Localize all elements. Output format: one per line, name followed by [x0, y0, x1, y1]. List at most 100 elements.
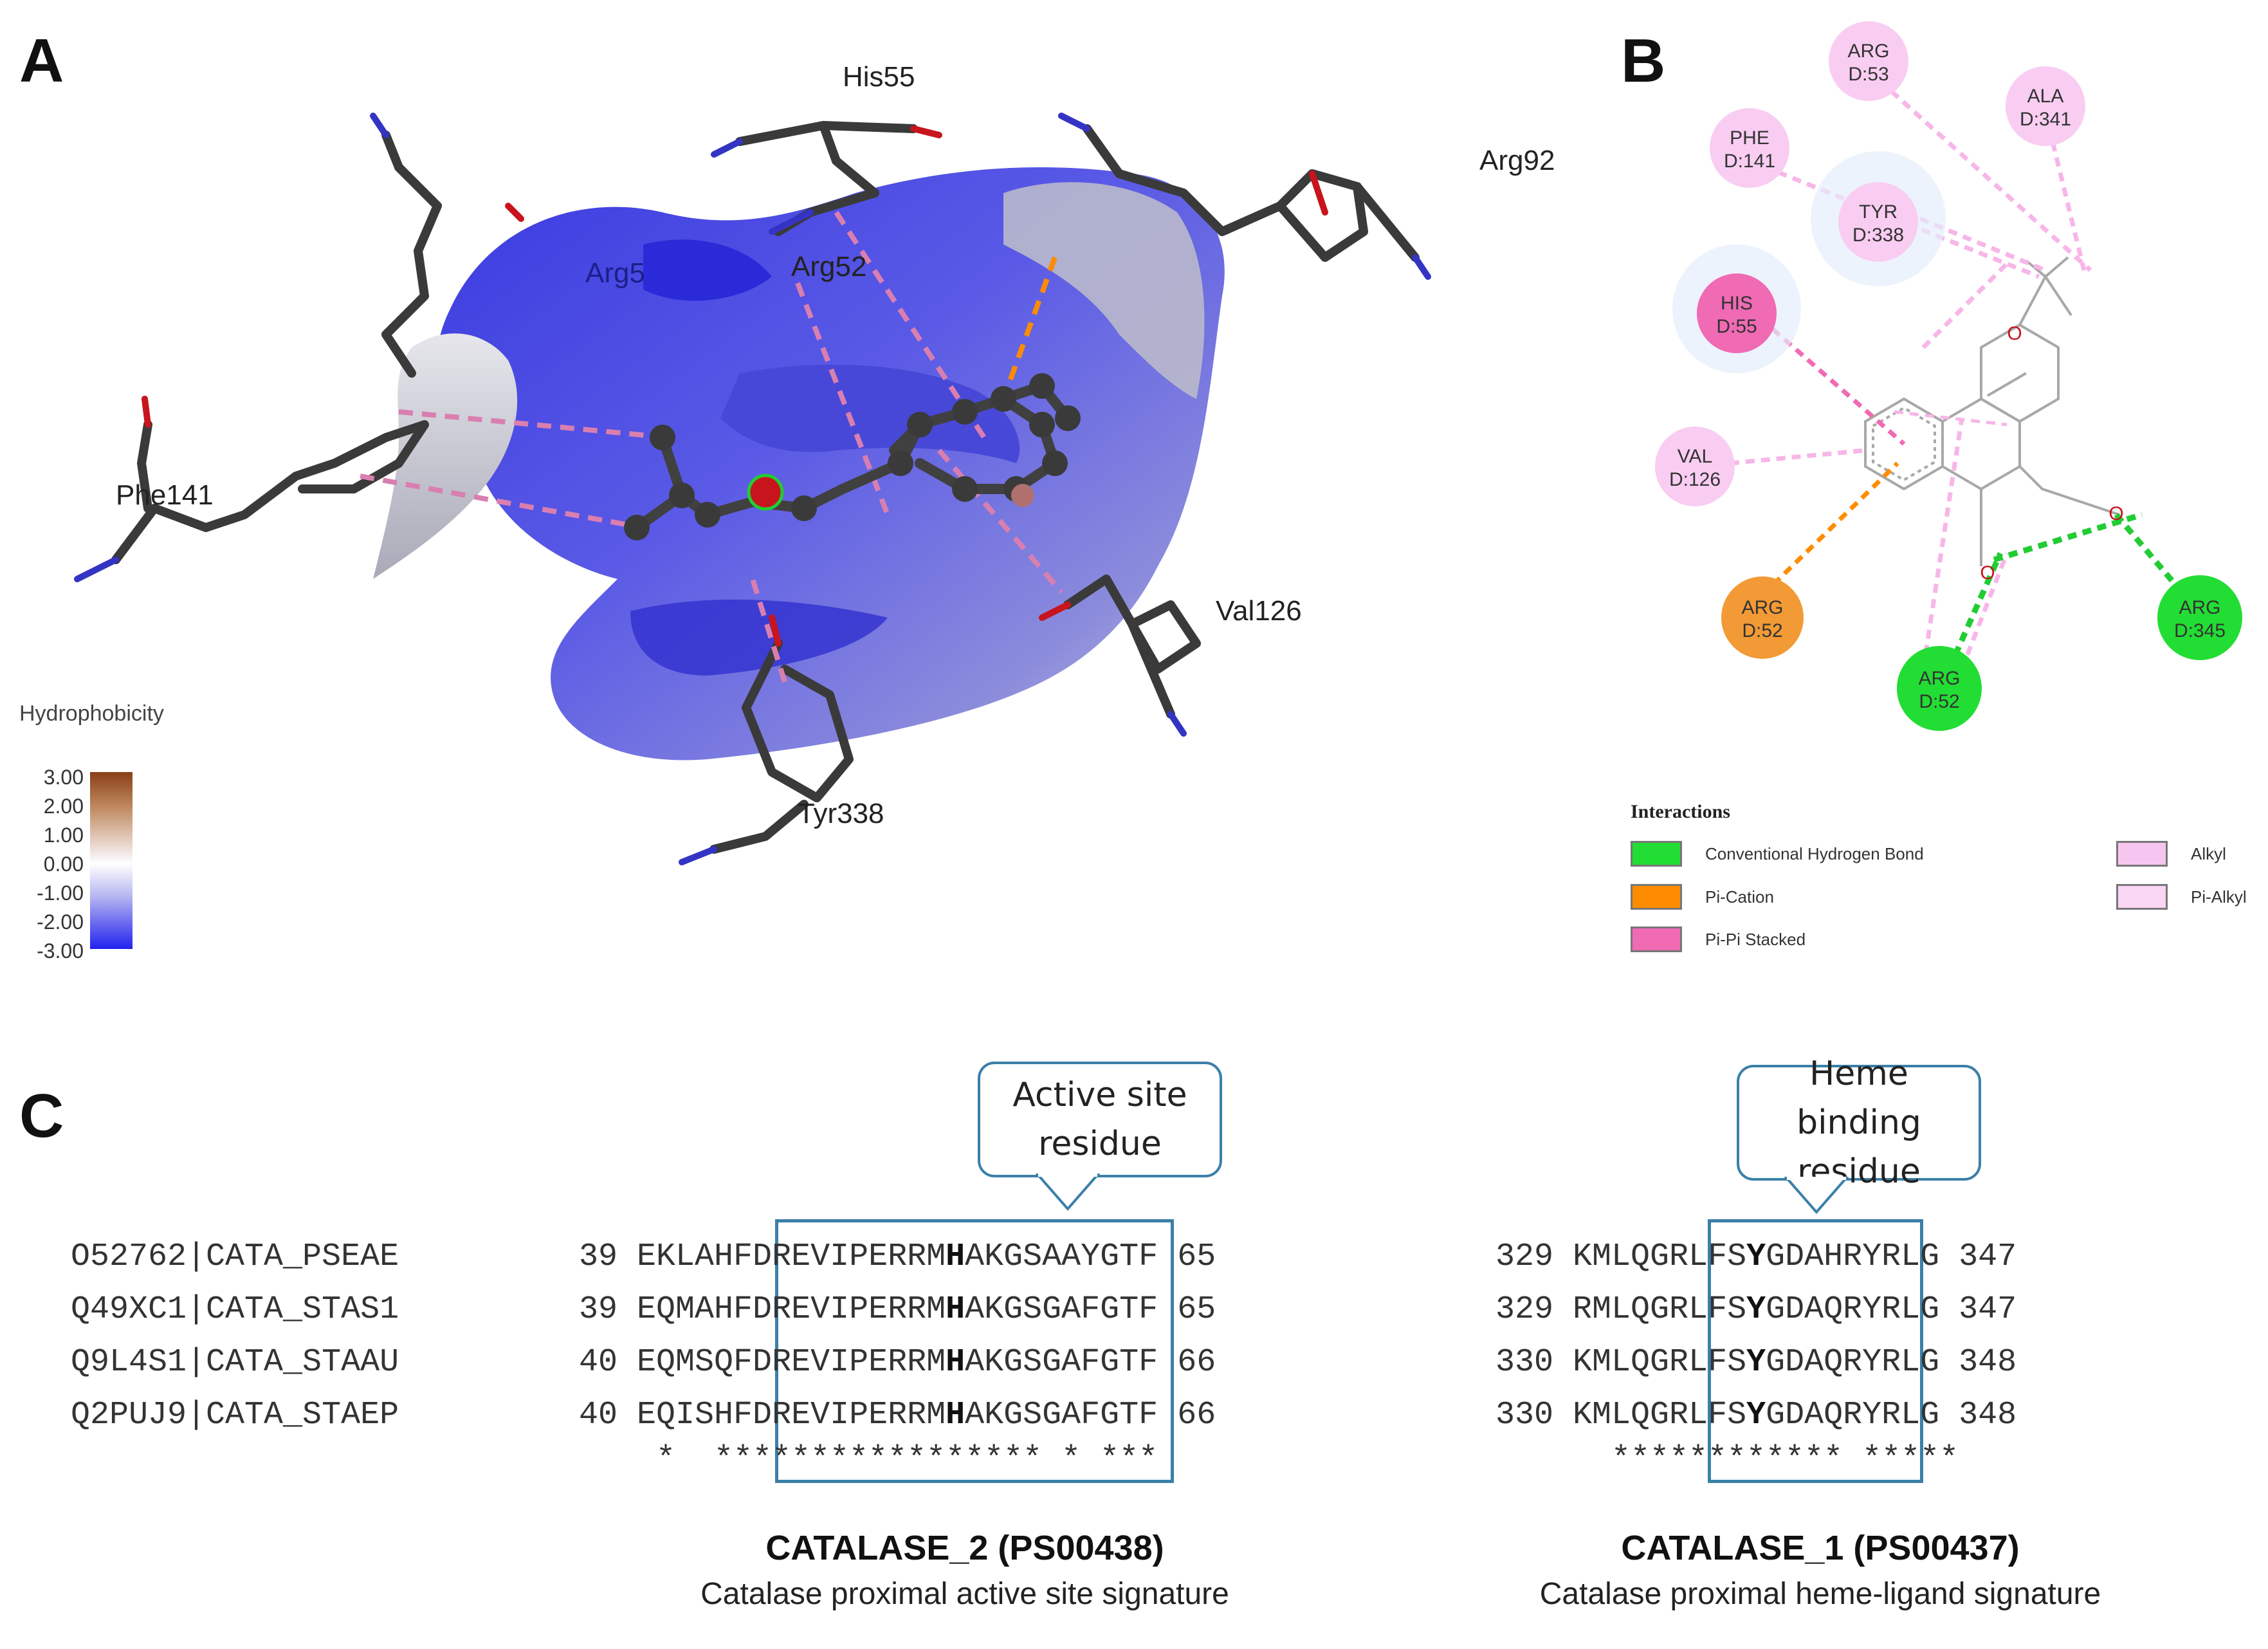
legend-swatch-pi-alkyl — [2116, 884, 2168, 910]
residue-id-label: D:55 — [1716, 316, 1757, 337]
ligand-atoms — [624, 373, 1081, 540]
residue-name-label: HIS — [1721, 293, 1753, 314]
residue-name-label: ARG — [1741, 597, 1783, 618]
seq-post-2: GDAQRYRLG — [1766, 1291, 1940, 1328]
seq-end-1: 65 — [1177, 1291, 1216, 1328]
residue-id-label: D:141 — [1724, 151, 1775, 172]
seq-post-1: AKGSGAFGTF — [965, 1344, 1158, 1381]
seq-segment-1: 39 EQMAHFDREVIPERRMHAKGSGAFGTF 65 — [579, 1291, 1216, 1328]
hydrophobicity-tick: 1.00 — [43, 824, 84, 847]
residue-label-tyr338: Tyr338 — [798, 798, 884, 829]
seq-segment-2: 330 KMLQGRLFSYGDAQRYRLG 348 — [1495, 1397, 2017, 1433]
residue-o-atoms — [142, 125, 1328, 647]
seq-name: Q49XC1|CATA_STAS1 — [71, 1291, 399, 1328]
binding-pocket-surface — [373, 167, 1225, 760]
res-node-arg52-orange — [1721, 576, 1804, 659]
panel-a-letter: A — [19, 26, 64, 95]
legend-item-hbond: Conventional Hydrogen Bond — [1631, 840, 1924, 868]
residue-id-label: D:341 — [2020, 109, 2071, 130]
legend-label-pi-alkyl: Pi-Alkyl — [2191, 887, 2247, 907]
seq-post-2: GDAQRYRLG — [1766, 1344, 1940, 1381]
signature-desc-catalase2: Catalase proximal active site signature — [700, 1577, 1229, 1611]
seq-post-2: GDAQRYRLG — [1766, 1397, 1940, 1433]
docking-3d-view — [74, 113, 1431, 865]
residue-name-label: ARG — [1918, 668, 1960, 689]
seq-name: Q2PUJ9|CATA_STAEP — [71, 1397, 399, 1433]
legend-swatch-pi-pi — [1631, 926, 1682, 952]
residue-name-label: ARG — [2179, 597, 2220, 618]
consensus-line-1: * ***************** * *** — [656, 1441, 1158, 1478]
seq-segment-1: 40 EQISHFDREVIPERRMHAKGSGAFGTF 66 — [579, 1397, 1216, 1433]
legend-label-hbond: Conventional Hydrogen Bond — [1705, 843, 1924, 863]
panel-c-letter: C — [19, 1082, 64, 1150]
residue-id-label: D:52 — [1742, 620, 1782, 641]
residue-label-arg5: Arg5 — [585, 257, 645, 289]
seq-pre-2: KMLQGRLFS — [1573, 1239, 1747, 1275]
residue-name-label: ALA — [2027, 86, 2064, 107]
consensus-line-2: ************ ***** — [1611, 1441, 1959, 1478]
seq-name: O52762|CATA_PSEAE — [71, 1239, 399, 1275]
legend-label-alkyl: Alkyl — [2191, 843, 2226, 863]
seq-start-1: 39 — [579, 1239, 618, 1275]
residue-label-phe141: Phe141 — [116, 479, 214, 511]
residue-id-label: D:338 — [1852, 225, 1904, 246]
callout-heme-binding: Heme binding residue — [1737, 1055, 1981, 1191]
seq-segment-2: 329 KMLQGRLFSYGDAHRYRLG 347 — [1495, 1239, 2017, 1275]
callout-heme-pointer — [1784, 1177, 1849, 1215]
seq-start-2: 329 — [1495, 1291, 1554, 1328]
panel-b-letter: B — [1621, 26, 1666, 95]
residue-id-label: D:52 — [1919, 691, 1959, 712]
signature-title-catalase2: CATALASE_2 (PS00438) — [765, 1529, 1164, 1567]
seq-pre-1: EQISHFDREVIPERRM — [637, 1397, 946, 1433]
callout-heme-binding-label: Heme binding residue — [1797, 1055, 1921, 1191]
seq-end-1: 66 — [1177, 1344, 1216, 1381]
res-node-arg53 — [1829, 21, 1908, 101]
seq-end-1: 65 — [1177, 1239, 1216, 1275]
interactions-legend-title: Interactions — [1631, 801, 1730, 822]
seq-segment-1: 39 EKLAHFDREVIPERRMHAKGSAAYGTF 65 — [579, 1239, 1216, 1275]
seq-start-2: 330 — [1495, 1344, 1554, 1381]
legend-label-pi-pi: Pi-Pi Stacked — [1705, 929, 1806, 949]
seq-end-2: 348 — [1959, 1344, 2017, 1381]
residue-label-his55: His55 — [843, 61, 915, 93]
legend-label-pi-cation: Pi-Cation — [1705, 887, 1774, 907]
oxygen-atom-label: O — [2108, 503, 2123, 524]
oxygen-atom-label: O — [1980, 562, 1995, 584]
seq-end-1: 66 — [1177, 1397, 1216, 1433]
res-node-tyr338 — [1838, 182, 1918, 262]
seq-pre-1: EQMAHFDREVIPERRM — [637, 1291, 946, 1328]
heme-binding-residue: Y — [1746, 1344, 1766, 1381]
seq-start-2: 330 — [1495, 1397, 1554, 1433]
signature-box-catalase2 — [775, 1219, 1174, 1483]
residue-nodes — [1655, 21, 2242, 731]
legend-item-pi-alkyl: Pi-Alkyl — [2116, 883, 2247, 911]
res-node-arg345 — [2157, 575, 2242, 660]
heme-binding-residue: Y — [1746, 1239, 1766, 1275]
callout-active-pointer — [1036, 1174, 1100, 1211]
residue-name-label: ARG — [1847, 41, 1889, 62]
hydrophobicity-colorbar — [90, 772, 133, 949]
seq-pre-2: RMLQGRLFS — [1573, 1291, 1747, 1328]
seq-post-1: AKGSAAYGTF — [965, 1239, 1158, 1275]
ligand-2d-skeleton — [1864, 256, 2120, 566]
interaction-lines-2d — [1730, 69, 2190, 670]
hydrophobicity-tick: -3.00 — [37, 939, 84, 963]
residue-n-atoms — [74, 113, 1431, 865]
interaction-dashes — [360, 210, 1064, 683]
residue-label-val126: Val126 — [1216, 595, 1302, 627]
signature-box-catalase1 — [1708, 1219, 1923, 1483]
seq-end-2: 347 — [1959, 1239, 2017, 1275]
res-node-arg52-green — [1897, 646, 1982, 731]
residue-name-label: PHE — [1730, 127, 1770, 149]
seq-post-2: GDAHRYRLG — [1766, 1239, 1940, 1275]
seq-segment-2: 329 RMLQGRLFSYGDAQRYRLG 347 — [1495, 1291, 2017, 1328]
residue-label-arg92: Arg92 — [1479, 145, 1555, 176]
res-node-ala341 — [2006, 66, 2085, 146]
hydrophobicity-tick: 2.00 — [43, 795, 84, 818]
hydrophobicity-tick: 0.00 — [43, 852, 84, 876]
heme-binding-residue: Y — [1746, 1397, 1766, 1433]
residue-label-arg52: Arg52 — [791, 251, 867, 282]
residue-id-label: D:345 — [2174, 620, 2226, 641]
seq-start-2: 329 — [1495, 1239, 1554, 1275]
hydrophobicity-tick: 3.00 — [43, 766, 84, 789]
